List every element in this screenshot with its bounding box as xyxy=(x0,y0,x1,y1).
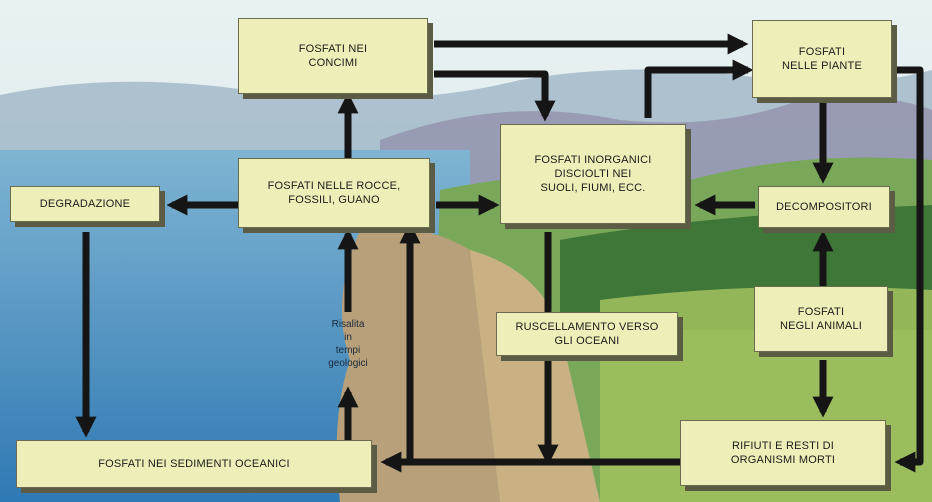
box-fosfati-concimi: FOSFATI NEI CONCIMI xyxy=(238,18,428,94)
box-fosfati-inorganici: FOSFATI INORGANICI DISCIOLTI NEI SUOLI, … xyxy=(500,124,686,224)
box-decompositori: DECOMPOSITORI xyxy=(758,186,890,228)
box-fosfati-piante: FOSFATI NELLE PIANTE xyxy=(752,20,892,98)
box-fosfati-sedimenti: FOSFATI NEI SEDIMENTI OCEANICI xyxy=(16,440,372,488)
box-fosfati-animali: FOSFATI NEGLI ANIMALI xyxy=(754,286,888,352)
annotation-risalita: Risalita in tempi geologici xyxy=(328,319,368,369)
box-rifiuti-resti: RIFIUTI E RESTI DI ORGANISMI MORTI xyxy=(680,420,886,486)
box-fosfati-rocce: FOSFATI NELLE ROCCE, FOSSILI, GUANO xyxy=(238,158,430,228)
box-ruscellamento: RUSCELLAMENTO VERSO GLI OCEANI xyxy=(496,312,678,356)
box-degradazione: DEGRADAZIONE xyxy=(10,186,160,222)
